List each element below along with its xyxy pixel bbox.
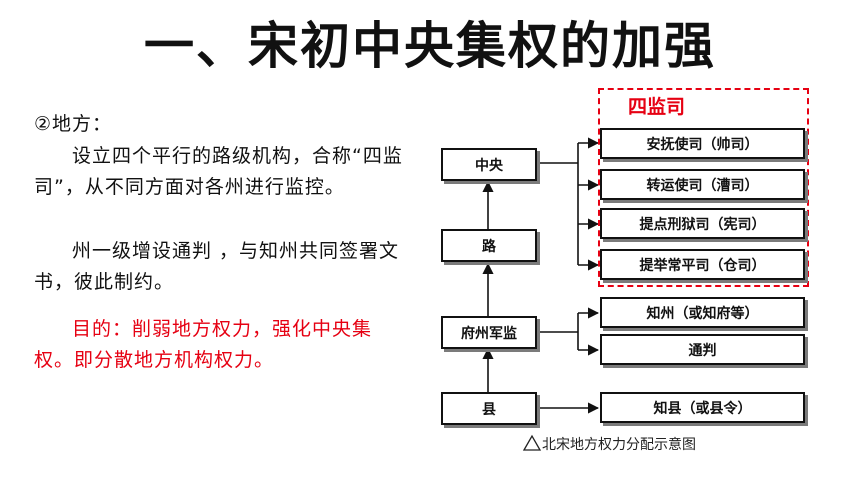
node-zhixian: 知县（或县令） — [600, 392, 805, 423]
node-tiju: 提举常平司（仓司） — [600, 249, 805, 280]
node-xian: 县 — [441, 392, 537, 425]
section-subheading: ②地方： — [34, 113, 113, 135]
diagram-caption: 北宋地方权力分配示意图 — [518, 434, 696, 454]
caption-text: 北宋地方权力分配示意图 — [542, 437, 696, 453]
paragraph-purpose: 目的：削弱地方权力，强化中央集权。即分散地方机构权力。 — [34, 318, 373, 371]
page-title: 一、宋初中央集权的加强 — [144, 17, 716, 75]
node-tongpan: 通判 — [600, 334, 805, 365]
node-fuzhou: 府州军监 — [441, 316, 537, 349]
paragraph-four-supervisors: 设立四个平行的路级机构，合称“四监司”，从不同方面对各州进行监控。 — [34, 145, 403, 198]
node-central: 中央 — [441, 148, 537, 181]
node-zhuanyun: 转运使司（漕司） — [600, 169, 805, 200]
node-zhizhou: 知州（或知府等） — [600, 297, 805, 328]
paragraph-tongpan: 州一级增设通判 ，与知州共同签署文书，彼此制约。 — [34, 240, 400, 293]
node-anfu: 安抚使司（帅司） — [600, 128, 805, 159]
four-supervisors-label: 四监司 — [628, 96, 686, 118]
node-lu: 路 — [441, 229, 537, 262]
four-supervisors-group — [598, 88, 809, 287]
triangle-icon — [522, 434, 542, 451]
node-tidian: 提点刑狱司（宪司） — [600, 208, 805, 239]
